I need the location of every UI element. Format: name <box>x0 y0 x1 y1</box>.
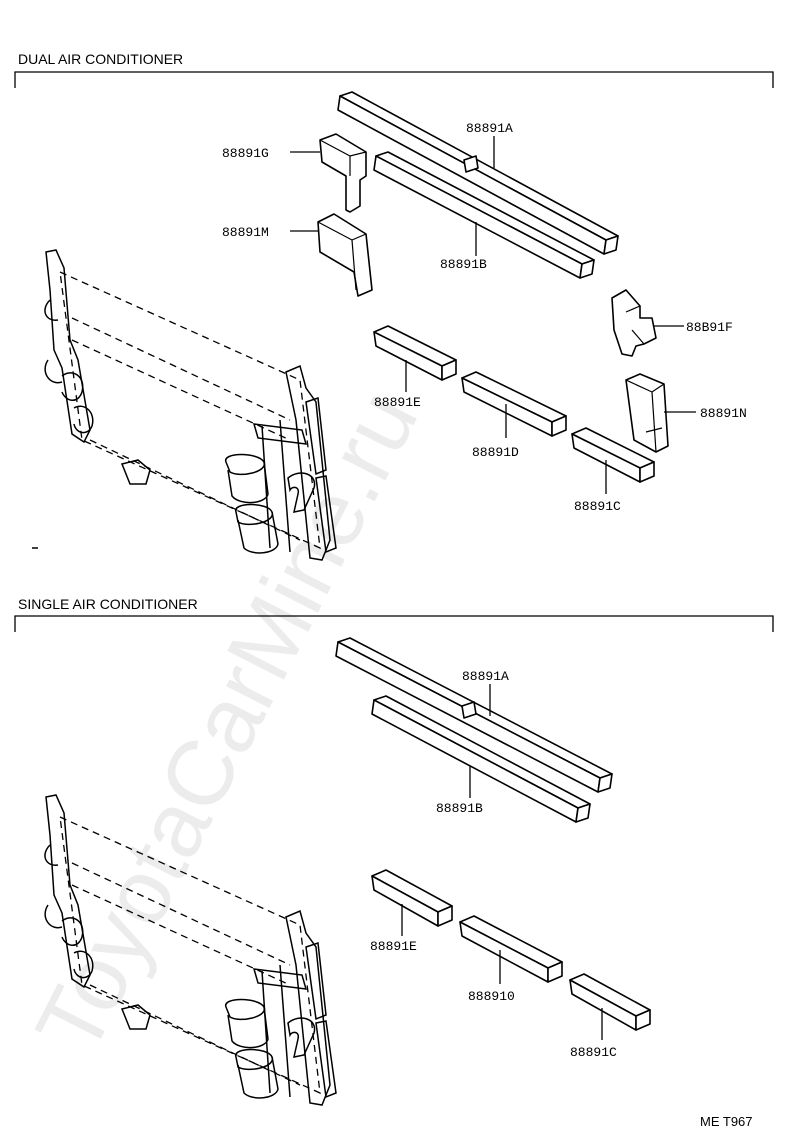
seal-bar-c-dual <box>571 427 655 483</box>
label-88891a-dual: 88891A <box>466 121 513 136</box>
label-88891n: 88891N <box>700 406 747 421</box>
seal-bar-b-dual <box>373 151 595 279</box>
section-bracket-dual <box>14 71 774 88</box>
label-88b91f: 88B91F <box>686 320 733 335</box>
condenser-single <box>44 794 337 1106</box>
seal-block-n <box>625 373 669 453</box>
section-title-dual: DUAL AIR CONDITIONER <box>18 51 183 67</box>
seal-block-m <box>317 213 373 297</box>
seal-bar-a-dual <box>337 91 619 255</box>
condenser-dual <box>32 249 337 561</box>
seal-block-f <box>611 289 657 357</box>
label-88891c-dual: 88891C <box>574 499 621 514</box>
label-88891b-dual: 88891B <box>440 257 487 272</box>
section-title-single: SINGLE AIR CONDITIONER <box>18 596 198 612</box>
seal-bar-b-single <box>371 695 591 823</box>
label-88891d-single: 888910 <box>468 989 515 1004</box>
seal-bar-e-single <box>371 869 453 927</box>
label-88891e-single: 88891E <box>370 939 417 954</box>
diagram-code: ME T967 <box>700 1114 753 1129</box>
seal-bar-c-single <box>569 973 651 1031</box>
label-88891b-single: 88891B <box>436 801 483 816</box>
label-88891m: 88891M <box>222 225 269 240</box>
section-bracket-single <box>14 615 774 632</box>
seal-bar-d-single <box>459 915 563 983</box>
label-88891g: 88891G <box>222 146 269 161</box>
seal-bar-d-dual <box>461 371 567 437</box>
seal-bar-e-dual <box>373 325 457 381</box>
seal-block-g <box>319 133 367 213</box>
seal-bar-a-single <box>335 637 613 793</box>
label-88891e-dual: 88891E <box>374 395 421 410</box>
label-88891c-single: 88891C <box>570 1045 617 1060</box>
label-88891d-dual: 88891D <box>472 445 519 460</box>
label-88891a-single: 88891A <box>462 669 509 684</box>
